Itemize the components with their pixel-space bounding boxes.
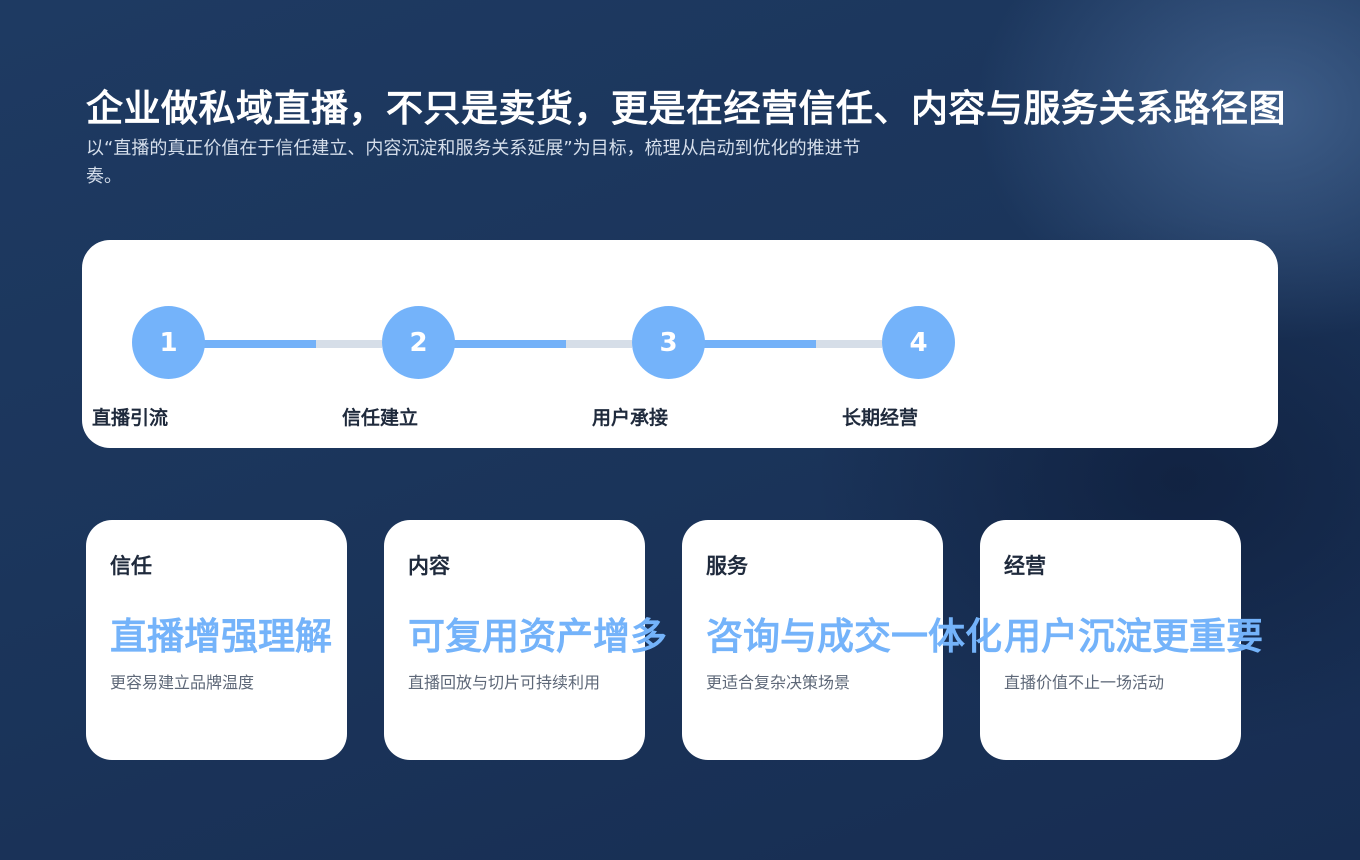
step-4-circle: 4 (882, 306, 955, 379)
page-subtitle: 以“直播的真正价值在于信任建立、内容沉淀和服务关系延展”为目标，梳理从启动到优化… (86, 138, 861, 187)
timeline-connector (454, 340, 566, 348)
timeline-connector (704, 340, 816, 348)
card-heading: 服务 (706, 554, 748, 578)
card-trust: 信任 直播增强理解 更容易建立品牌温度 (86, 520, 347, 760)
step-4-label: 长期经营 (842, 407, 919, 429)
step-2-label: 信任建立 (342, 407, 419, 429)
card-description: 直播价值不止一场活动 (1004, 673, 1165, 692)
step-1-label: 直播引流 (92, 407, 169, 429)
step-3-label: 用户承接 (592, 407, 669, 429)
step-1-circle: 1 (132, 306, 205, 379)
page-title: 企业做私域直播，不只是卖货，更是在经营信任、内容与服务关系路径图 (86, 87, 1286, 130)
card-service: 服务 咨询与成交一体化 更适合复杂决策场景 (682, 520, 1002, 760)
timeline-connector-track (316, 340, 382, 348)
card-description: 直播回放与切片可持续利用 (408, 673, 601, 692)
card-heading: 内容 (408, 554, 450, 578)
card-highlight: 咨询与成交一体化 (706, 615, 1002, 658)
card-description: 更适合复杂决策场景 (706, 673, 851, 692)
card-heading: 信任 (110, 554, 152, 578)
card-heading: 经营 (1004, 554, 1046, 578)
card-operation: 经营 用户沉淀更重要 直播价值不止一场活动 (980, 520, 1263, 760)
card-content: 内容 可复用资产增多 直播回放与切片可持续利用 (384, 520, 667, 760)
card-highlight: 直播增强理解 (110, 615, 332, 658)
timeline-connector-track (566, 340, 632, 348)
card-highlight: 可复用资产增多 (408, 615, 667, 658)
step-3-circle: 3 (632, 306, 705, 379)
timeline-panel: 1 2 3 4 直播引流 信任建立 用户承接 长期经营 (82, 240, 1278, 448)
card-description: 更容易建立品牌温度 (110, 673, 255, 692)
card-highlight: 用户沉淀更重要 (1004, 615, 1263, 658)
timeline-connector (204, 340, 316, 348)
timeline-connector-track (816, 340, 882, 348)
step-2-circle: 2 (382, 306, 455, 379)
